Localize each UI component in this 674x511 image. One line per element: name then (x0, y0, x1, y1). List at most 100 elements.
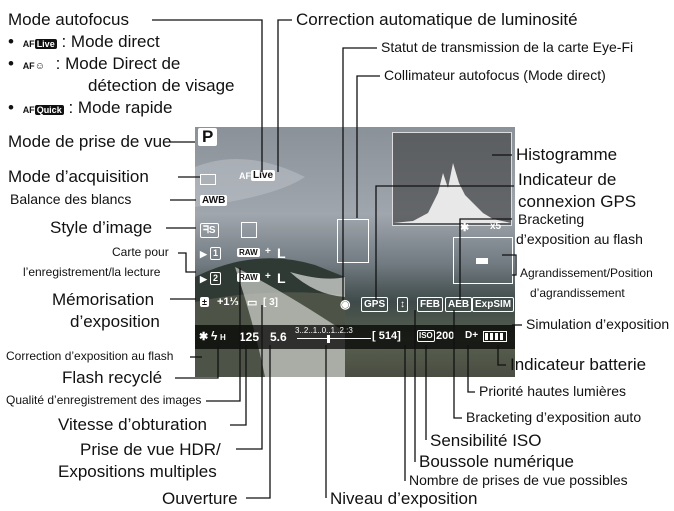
label-ouverture: Ouverture (162, 489, 238, 508)
card1-quality: L (277, 245, 286, 261)
label-gps1: Indicateur de (518, 170, 617, 189)
exposure-level-marker (327, 335, 330, 343)
hdr-icon: ▭ (247, 297, 258, 309)
label-bracketing-flash1: Bracketing (518, 211, 585, 227)
live-view-screen: x5 ✱ P AF Live AWB ᖷS ▶ 1 RAW + L ▶ 2 RA… (195, 127, 515, 377)
label-flash-recycle: Flash recyclé (62, 368, 163, 387)
af-quick-badge: Quick (34, 105, 64, 115)
af-direct-badge: Live (34, 39, 57, 49)
label-correction-flash: Correction d’exposition au flash (6, 349, 174, 363)
iso-value: 200 (436, 330, 455, 342)
picture-style-icon: ᖷS (200, 223, 219, 238)
white-balance-badge: AWB (200, 195, 228, 206)
label-agrandissement2: d’agrandissement (530, 286, 625, 300)
label-gps2: connexion GPS (518, 192, 637, 211)
flash-lock-icon: ✱ (199, 331, 209, 343)
label-boussole: Boussole numérique (419, 452, 574, 471)
label-vitesse: Vitesse d’obturation (58, 415, 208, 434)
card1-plus: + (265, 246, 271, 257)
af-face-text2: détection de visage (88, 76, 235, 95)
label-batterie: Indicateur batterie (510, 355, 647, 374)
eyefi-status-icon: ◉ (340, 297, 351, 311)
battery-icon (483, 331, 507, 342)
card1-number: 1 (210, 247, 222, 260)
hdr-shots: [ 3] (263, 297, 278, 308)
af-direct-prefix: AF (22, 39, 35, 49)
af-quick-prefix: AF (22, 105, 35, 115)
af-direct-sep: : (61, 32, 67, 51)
shooting-mode: P (198, 128, 218, 146)
face-icon: ☺ (34, 61, 45, 72)
histogram-curve (393, 163, 511, 223)
digital-compass-icon: ↕ (397, 297, 408, 312)
iso-label: ISO (417, 330, 435, 342)
label-histogramme: Histogramme (516, 145, 618, 164)
shots-remaining: [ 514] (372, 330, 401, 342)
aeb-indicator: AEB (445, 297, 473, 312)
exposure-scale-line (297, 338, 371, 339)
af-direct-text: Mode direct (70, 32, 160, 51)
feb-indicator: FEB (417, 297, 443, 312)
expsim-indicator: ExpSIM (472, 297, 515, 312)
histogram (392, 132, 512, 226)
card2-plus: + (265, 271, 271, 282)
card2-quality: L (277, 270, 286, 286)
gps-indicator: GPS (361, 297, 389, 312)
label-priorite: Priorité hautes lumières (479, 383, 627, 399)
af-badge-prefix: AF (239, 171, 251, 181)
label-qualite: Qualité d’enregistrement des images (6, 393, 202, 407)
magnification-frame (453, 237, 513, 284)
label-balance-blancs: Balance des blancs (10, 191, 132, 207)
af-face-sep: : (55, 54, 61, 73)
af-quick-sep: : (68, 98, 74, 117)
label-hdr1: Prise de vue HDR/ (80, 440, 221, 459)
af-point-frame (337, 219, 369, 263)
label-memorisation: Mémorisation (52, 290, 155, 309)
label-bracketing-flash2: d’exposition au flash (516, 231, 643, 247)
highlight-priority: D+ (465, 330, 479, 341)
flash-exposure-comp-icon: ± (200, 297, 209, 307)
af-mode-badge: Live (251, 170, 276, 181)
auto-lighting-icon (241, 222, 257, 238)
label-agrandissement1: Agrandissement/Position (520, 266, 653, 280)
label-mode-acquisition: Mode d’acquisition (8, 167, 149, 186)
label-correction-auto-lum: Correction automatique de luminosité (296, 10, 578, 29)
label-exposition: d’exposition (70, 312, 160, 331)
bullet: • (8, 98, 14, 117)
label-hdr2: Expositions multiples (58, 462, 217, 481)
magnification-position (476, 258, 488, 264)
exposure-scale: 3..2..1..0..1..2.:3 (295, 326, 353, 335)
label-sensibilite: Sensibilité ISO (430, 431, 542, 450)
card1-raw: RAW (237, 248, 260, 257)
card2-arrow: ▶ (200, 274, 207, 284)
aperture-value: 5.6 (270, 330, 287, 344)
label-niveau-expo: Niveau d’exposition (330, 489, 478, 508)
af-face-line: • AF☺ : Mode Direct de (8, 54, 180, 73)
label-style-image: Style d’image (50, 218, 153, 237)
label-collimateur: Collimateur autofocus (Mode direct) (384, 67, 606, 83)
asterisk-icon: ✱ (460, 222, 470, 234)
af-quick-text: Mode rapide (77, 98, 173, 117)
label-statut-eyefi: Statut de transmission de la carte Eye-F… (381, 39, 634, 55)
card1-arrow: ▶ (200, 249, 207, 259)
bottom-info-bar (195, 325, 515, 349)
shutter-speed: 125 (239, 330, 260, 344)
flash-sym: H (220, 333, 226, 342)
exposure-comp-value: +1⅓ (217, 296, 239, 308)
card2-raw: RAW (237, 273, 260, 282)
af-face-prefix: AF (22, 61, 35, 71)
label-mode-prise-vue: Mode de prise de vue (8, 132, 172, 151)
label-simulation: Simulation d’exposition (526, 316, 670, 332)
flash-ready-icon: ϟ (211, 329, 218, 343)
label-mode-autofocus: Mode autofocus (8, 10, 129, 29)
drive-mode-icon (200, 174, 216, 185)
label-carte-pour: Carte pour (112, 245, 169, 259)
label-nombre-prises: Nombre de prises de vue possibles (409, 472, 628, 488)
label-bracketing-auto: Bracketing d’exposition auto (466, 409, 642, 425)
label-enregistrement-lecture: l’enregistrement/la lecture (23, 265, 161, 279)
af-face-text: Mode Direct de (65, 54, 181, 73)
card2-number: 2 (210, 272, 222, 285)
